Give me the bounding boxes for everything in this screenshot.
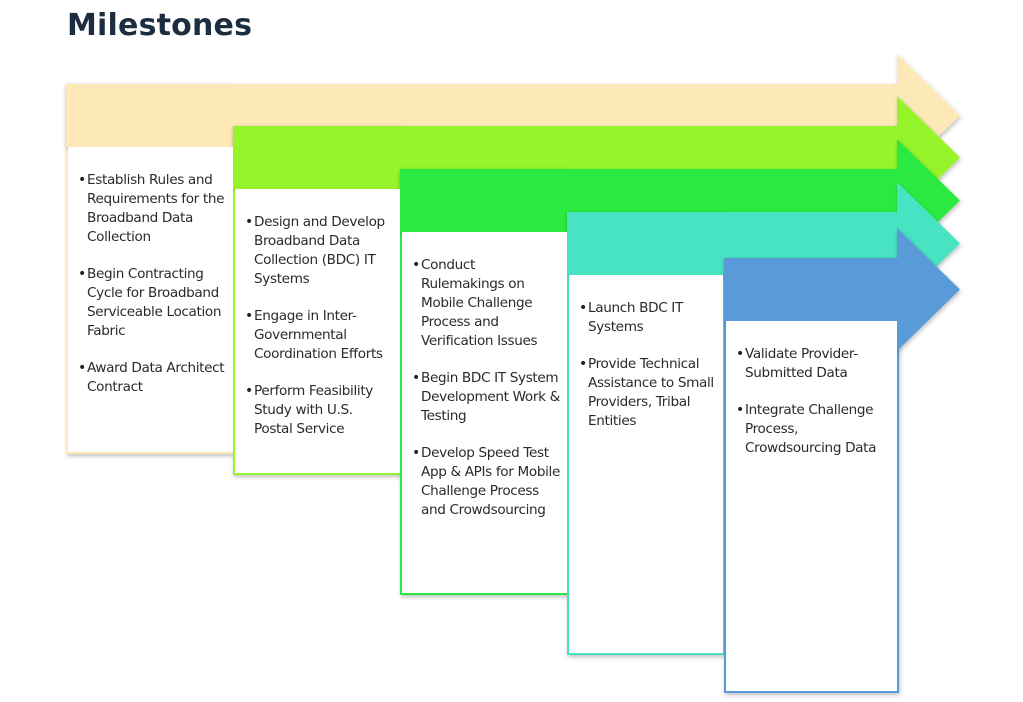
milestone-text: Engage in Inter-Governmental Coordinatio… (254, 308, 383, 362)
milestone-text: Develop Speed Test App & APIs for Mobile… (421, 445, 560, 518)
bullet-icon: • (579, 356, 587, 372)
milestone-item: •Begin Contracting Cycle for Broadband S… (78, 265, 227, 341)
bullet-icon: • (412, 257, 420, 273)
bullet-icon: • (245, 383, 253, 399)
phase-4-box: •Launch BDC IT Systems•Provide Technical… (569, 275, 723, 653)
milestone-text: Launch BDC IT Systems (588, 300, 683, 335)
bullet-icon: • (245, 308, 253, 324)
milestone-item: •Launch BDC IT Systems (579, 299, 717, 337)
bullet-icon: • (736, 402, 744, 418)
bullet-icon: • (245, 214, 253, 230)
phase-3-box: •Conduct Rulemakings on Mobile Challenge… (402, 232, 567, 593)
milestone-item: •Develop Speed Test App & APIs for Mobil… (412, 444, 561, 520)
milestone-text: Provide Technical Assistance to Small Pr… (588, 356, 714, 429)
milestone-text: Perform Feasibility Study with U.S. Post… (254, 383, 373, 437)
milestone-item: •Design and Develop Broadband Data Colle… (245, 213, 394, 289)
milestone-text: Conduct Rulemakings on Mobile Challenge … (421, 257, 538, 349)
bullet-icon: • (78, 172, 86, 188)
milestone-item: •Integrate Challenge Process, Crowdsourc… (736, 401, 891, 458)
milestone-text: Establish Rules and Requirements for the… (87, 172, 225, 245)
milestone-item: •Establish Rules and Requirements for th… (78, 171, 227, 247)
milestone-text: Begin BDC IT System Development Work & T… (421, 370, 560, 424)
milestone-item: •Provide Technical Assistance to Small P… (579, 355, 717, 431)
phase-5-arrow (724, 228, 960, 351)
milestone-text: Validate Provider-Submitted Data (745, 346, 858, 381)
bullet-icon: • (412, 370, 420, 386)
phase-5-box: •Validate Provider-Submitted Data•Integr… (726, 321, 897, 691)
phase-1-list: •Establish Rules and Requirements for th… (78, 171, 227, 397)
page-title: Milestones (67, 8, 253, 43)
milestone-item: •Validate Provider-Submitted Data (736, 345, 891, 383)
milestone-item: •Engage in Inter-Governmental Coordinati… (245, 307, 394, 364)
milestone-text: Begin Contracting Cycle for Broadband Se… (87, 266, 222, 339)
milestone-text: Award Data Architect Contract (87, 360, 225, 395)
phase-2-box: •Design and Develop Broadband Data Colle… (235, 189, 400, 473)
milestone-text: Design and Develop Broadband Data Collec… (254, 214, 385, 287)
bullet-icon: • (579, 300, 587, 316)
milestone-item: •Begin BDC IT System Development Work & … (412, 369, 561, 426)
bullet-icon: • (78, 360, 86, 376)
bullet-icon: • (412, 445, 420, 461)
phase-2-list: •Design and Develop Broadband Data Colle… (245, 213, 394, 439)
milestone-item: •Conduct Rulemakings on Mobile Challenge… (412, 256, 561, 351)
phase-4-list: •Launch BDC IT Systems•Provide Technical… (579, 299, 717, 431)
milestone-item: •Perform Feasibility Study with U.S. Pos… (245, 382, 394, 439)
milestone-text: Integrate Challenge Process, Crowdsourci… (745, 402, 877, 456)
phase-1-box: •Establish Rules and Requirements for th… (68, 147, 233, 452)
bullet-icon: • (78, 266, 86, 282)
bullet-icon: • (736, 346, 744, 362)
phase-3-list: •Conduct Rulemakings on Mobile Challenge… (412, 256, 561, 520)
phase-5-list: •Validate Provider-Submitted Data•Integr… (736, 345, 891, 458)
milestone-item: •Award Data Architect Contract (78, 359, 227, 397)
